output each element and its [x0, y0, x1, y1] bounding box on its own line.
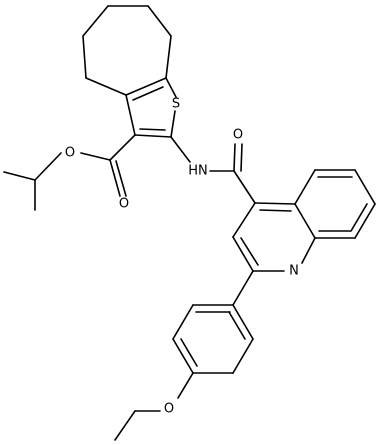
bond — [85, 77, 127, 96]
bond — [125, 77, 167, 96]
bond — [165, 77, 177, 98]
bond — [82, 5, 109, 37]
bond — [232, 270, 254, 306]
bond — [233, 143, 236, 172]
bond — [125, 94, 136, 136]
amide-nh-label: HN — [188, 164, 208, 179]
amide-oxygen-label: O — [233, 128, 243, 143]
bond — [259, 209, 292, 212]
bond — [109, 159, 121, 197]
bond — [165, 35, 172, 79]
bond — [254, 202, 296, 205]
ethoxy-oxygen-label: O — [164, 402, 174, 417]
bond — [82, 35, 87, 79]
bond — [134, 134, 172, 138]
bond — [172, 338, 194, 374]
bond — [354, 203, 376, 239]
bond — [294, 203, 316, 239]
atom-labels: S O O HN O N O — [65, 97, 299, 417]
bond — [232, 236, 254, 272]
bond — [147, 5, 172, 37]
bond — [80, 152, 111, 161]
bond — [177, 372, 194, 399]
bond — [228, 311, 246, 340]
bond — [294, 169, 316, 205]
bond — [232, 338, 254, 374]
bond — [240, 237, 259, 266]
ester-ether-oxygen-label: O — [65, 146, 75, 161]
bond — [232, 304, 254, 340]
bond — [354, 169, 376, 205]
bond — [170, 110, 176, 138]
bond — [3, 171, 36, 181]
bond — [114, 410, 136, 441]
sulfur-label: S — [172, 97, 180, 112]
bond — [34, 152, 62, 181]
bond — [350, 203, 368, 232]
quinoline-nitrogen-label: N — [289, 264, 299, 279]
bond — [172, 304, 194, 340]
bond — [139, 128, 166, 131]
bond-lines — [3, 5, 376, 441]
bond — [109, 134, 136, 161]
bond — [233, 170, 256, 204]
ester-carbonyl-oxygen-label: O — [119, 197, 129, 212]
bond — [240, 143, 243, 172]
bond — [180, 338, 198, 367]
bond — [132, 86, 164, 101]
bond — [115, 160, 127, 197]
bond — [301, 237, 316, 264]
bond — [232, 202, 256, 238]
bond — [170, 136, 191, 163]
